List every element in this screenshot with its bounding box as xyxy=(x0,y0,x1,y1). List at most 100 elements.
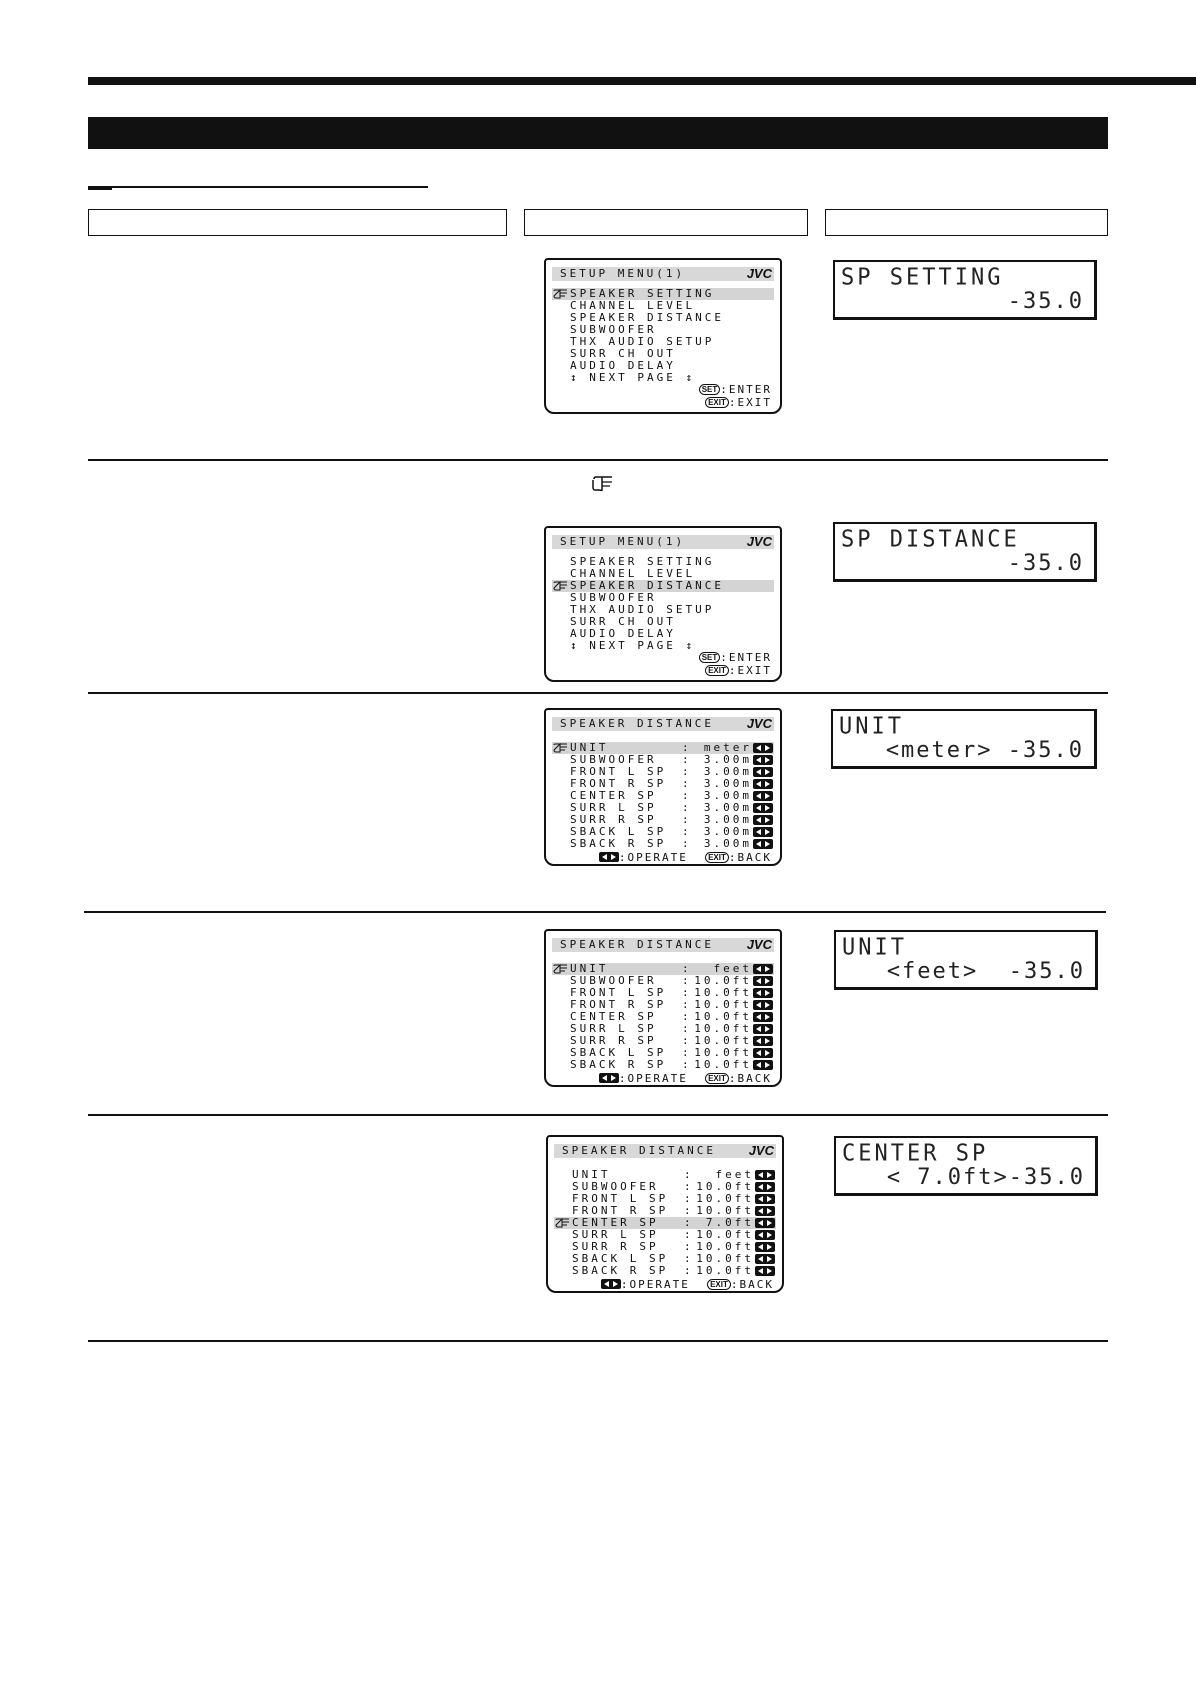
step-divider xyxy=(84,911,1106,913)
left-right-arrows-icon[interactable] xyxy=(753,1024,773,1034)
setting-row[interactable]: FRONT L SP:3.00m xyxy=(552,766,774,778)
operate-back-hint: :OPERATE EXIT:BACK xyxy=(600,1279,774,1291)
set-key-icon: SET xyxy=(698,384,721,395)
left-right-arrows-icon[interactable] xyxy=(753,964,773,974)
setting-row[interactable]: SURR R SP:10.0ft xyxy=(552,1035,774,1047)
hand-pointer-icon xyxy=(555,1218,569,1228)
setting-row[interactable]: SBACK L SP:10.0ft xyxy=(554,1253,776,1265)
left-right-arrows-icon[interactable] xyxy=(753,839,773,849)
setting-row[interactable]: FRONT R SP:10.0ft xyxy=(552,999,774,1011)
setting-row[interactable]: CENTER SP:3.00m xyxy=(552,790,774,802)
menu-item-thx-audio-setup[interactable]: THX AUDIO SETUP xyxy=(570,603,715,616)
separator: : xyxy=(684,1204,694,1217)
left-right-arrows-icon[interactable] xyxy=(753,1036,773,1046)
setting-row[interactable]: UNIT:feet xyxy=(552,963,774,975)
menu-item-speaker-distance[interactable]: SPEAKER DISTANCE xyxy=(570,311,724,324)
setting-row[interactable]: FRONT R SP:3.00m xyxy=(552,778,774,790)
separator: : xyxy=(684,1216,694,1229)
setting-row[interactable]: CENTER SP:7.0ft xyxy=(554,1217,776,1229)
left-right-arrows-icon[interactable] xyxy=(755,1218,775,1228)
left-right-arrows-icon[interactable] xyxy=(753,815,773,825)
left-right-arrows-icon[interactable] xyxy=(755,1182,775,1192)
exit-key-icon: EXIT xyxy=(705,665,729,676)
menu-item-speaker-distance[interactable]: SPEAKER DISTANCE xyxy=(552,580,774,592)
left-right-arrows-icon[interactable] xyxy=(755,1194,775,1204)
setting-row[interactable]: SUBWOOFER:10.0ft xyxy=(552,975,774,987)
left-right-arrows-icon[interactable] xyxy=(753,1012,773,1022)
setting-label: SURR R SP xyxy=(570,1034,657,1047)
screen-title: SETUP MENU(1) xyxy=(552,267,774,281)
left-right-arrows-icon[interactable] xyxy=(753,767,773,777)
menu-item-audio-delay[interactable]: AUDIO DELAY xyxy=(570,359,676,372)
left-right-arrows-icon[interactable] xyxy=(753,976,773,986)
left-right-arrows-icon[interactable] xyxy=(753,1060,773,1070)
separator: : xyxy=(682,741,692,754)
step-divider xyxy=(88,692,1108,694)
separator: : xyxy=(684,1252,694,1265)
menu-item-thx-audio-setup[interactable]: THX AUDIO SETUP xyxy=(570,335,715,348)
setting-row[interactable]: FRONT R SP:10.0ft xyxy=(554,1205,776,1217)
setting-row[interactable]: SBACK R SP:10.0ft xyxy=(552,1059,774,1071)
left-right-arrows-icon[interactable] xyxy=(753,743,773,753)
exit-key-icon: EXIT xyxy=(705,1073,729,1084)
left-right-arrows-icon[interactable] xyxy=(753,791,773,801)
operate-back-hint: :OPERATE EXIT:BACK xyxy=(598,1073,772,1085)
setting-row[interactable]: FRONT L SP:10.0ft xyxy=(552,987,774,999)
left-right-arrows-icon[interactable] xyxy=(753,827,773,837)
menu-item-surr-ch-out[interactable]: SURR CH OUT xyxy=(570,615,676,628)
screen-title: SETUP MENU(1) xyxy=(552,535,774,549)
left-right-arrows-icon[interactable] xyxy=(753,779,773,789)
setting-row[interactable]: SBACK L SP:3.00m xyxy=(552,826,774,838)
menu-item-speaker-setting[interactable]: SPEAKER SETTING xyxy=(552,288,774,300)
left-right-arrows-icon xyxy=(598,1073,619,1083)
menu-item-speaker-setting[interactable]: SPEAKER SETTING xyxy=(570,555,715,568)
menu-item-audio-delay[interactable]: AUDIO DELAY xyxy=(570,627,676,640)
exit-key-icon: EXIT xyxy=(705,397,729,408)
setting-row[interactable]: SURR R SP:3.00m xyxy=(552,814,774,826)
menu-item-channel-level[interactable]: CHANNEL LEVEL xyxy=(570,567,696,580)
setting-row[interactable]: SURR L SP:10.0ft xyxy=(552,1023,774,1035)
setting-label: FRONT R SP xyxy=(570,777,667,790)
setting-value: 3.00m xyxy=(703,813,752,826)
menu-item-next-page[interactable]: ↕ NEXT PAGE ↕ xyxy=(570,371,696,384)
left-right-arrows-icon[interactable] xyxy=(753,1000,773,1010)
setting-row[interactable]: SBACK R SP:10.0ft xyxy=(554,1265,776,1277)
setting-row[interactable]: SURR L SP:3.00m xyxy=(552,802,774,814)
left-right-arrows-icon[interactable] xyxy=(755,1266,775,1276)
setting-row[interactable]: SBACK R SP:3.00m xyxy=(552,838,774,850)
setting-label: SBACK L SP xyxy=(570,825,667,838)
left-right-arrows-icon[interactable] xyxy=(753,1048,773,1058)
setting-value: 10.0ft xyxy=(696,1180,754,1193)
setting-row[interactable]: SURR R SP:10.0ft xyxy=(554,1241,776,1253)
menu-item-next-page[interactable]: ↕ NEXT PAGE ↕ xyxy=(570,639,696,652)
setting-row[interactable]: SURR L SP:10.0ft xyxy=(554,1229,776,1241)
subheading-underline-accent xyxy=(88,186,112,190)
menu-item-subwoofer[interactable]: SUBWOOFER xyxy=(570,591,657,604)
left-right-arrows-icon[interactable] xyxy=(753,803,773,813)
menu-item-subwoofer[interactable]: SUBWOOFER xyxy=(570,323,657,336)
left-right-arrows-icon[interactable] xyxy=(755,1242,775,1252)
setting-label: SUBWOOFER xyxy=(570,753,657,766)
setting-row[interactable]: SBACK L SP:10.0ft xyxy=(552,1047,774,1059)
setting-value: 3.00m xyxy=(703,837,752,850)
left-right-arrows-icon[interactable] xyxy=(755,1230,775,1240)
left-right-arrows-icon[interactable] xyxy=(755,1206,775,1216)
setting-row[interactable]: FRONT L SP:10.0ft xyxy=(554,1193,776,1205)
setting-row[interactable]: UNIT:meter xyxy=(552,742,774,754)
left-right-arrows-icon[interactable] xyxy=(755,1254,775,1264)
setting-label: SURR R SP xyxy=(572,1240,659,1253)
left-right-arrows-icon[interactable] xyxy=(753,988,773,998)
setting-row[interactable]: UNIT:feet xyxy=(554,1169,776,1181)
hand-pointer-icon xyxy=(553,289,567,299)
setting-row[interactable]: SUBWOOFER:3.00m xyxy=(552,754,774,766)
left-right-arrows-icon[interactable] xyxy=(755,1170,775,1180)
left-right-arrows-icon xyxy=(600,1279,621,1289)
menu-item-channel-level[interactable]: CHANNEL LEVEL xyxy=(570,299,696,312)
menu-item-surr-ch-out[interactable]: SURR CH OUT xyxy=(570,347,676,360)
left-right-arrows-icon[interactable] xyxy=(753,755,773,765)
setting-row[interactable]: CENTER SP:10.0ft xyxy=(552,1011,774,1023)
hand-pointer-icon xyxy=(592,476,612,492)
setting-row[interactable]: SUBWOOFER:10.0ft xyxy=(554,1181,776,1193)
setting-label: FRONT L SP xyxy=(570,986,667,999)
